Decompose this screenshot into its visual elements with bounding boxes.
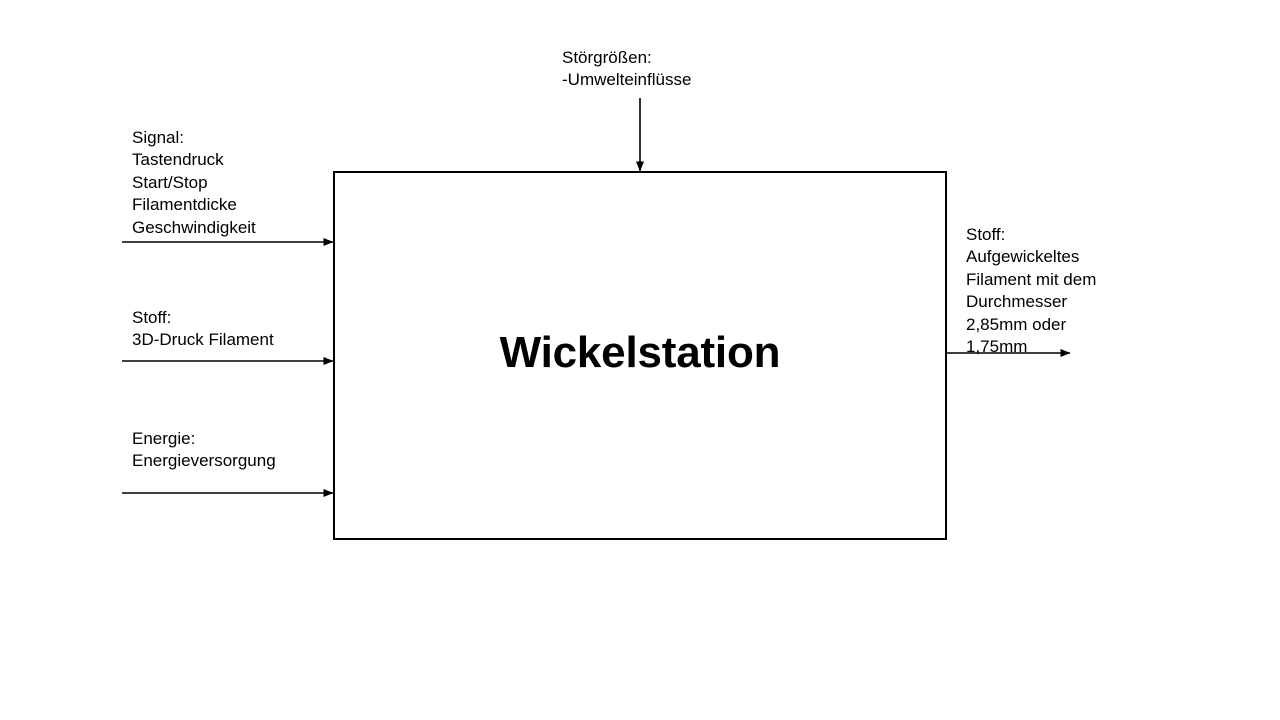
input-label-energy: Energie: Energieversorgung bbox=[132, 429, 276, 471]
blackbox-title: Wickelstation bbox=[499, 328, 781, 377]
input-label-signal: Signal: Tastendruck Start/Stop Filamentd… bbox=[132, 128, 256, 237]
input-label-material-in: Stoff: 3D-Druck Filament bbox=[132, 308, 274, 350]
disturbance-label: Störgrößen: -Umwelteinflüsse bbox=[562, 48, 692, 90]
blackbox-system: Wickelstation bbox=[333, 171, 947, 540]
output-label-material-out: Stoff: Aufgewickeltes Filament mit dem D… bbox=[966, 225, 1097, 357]
